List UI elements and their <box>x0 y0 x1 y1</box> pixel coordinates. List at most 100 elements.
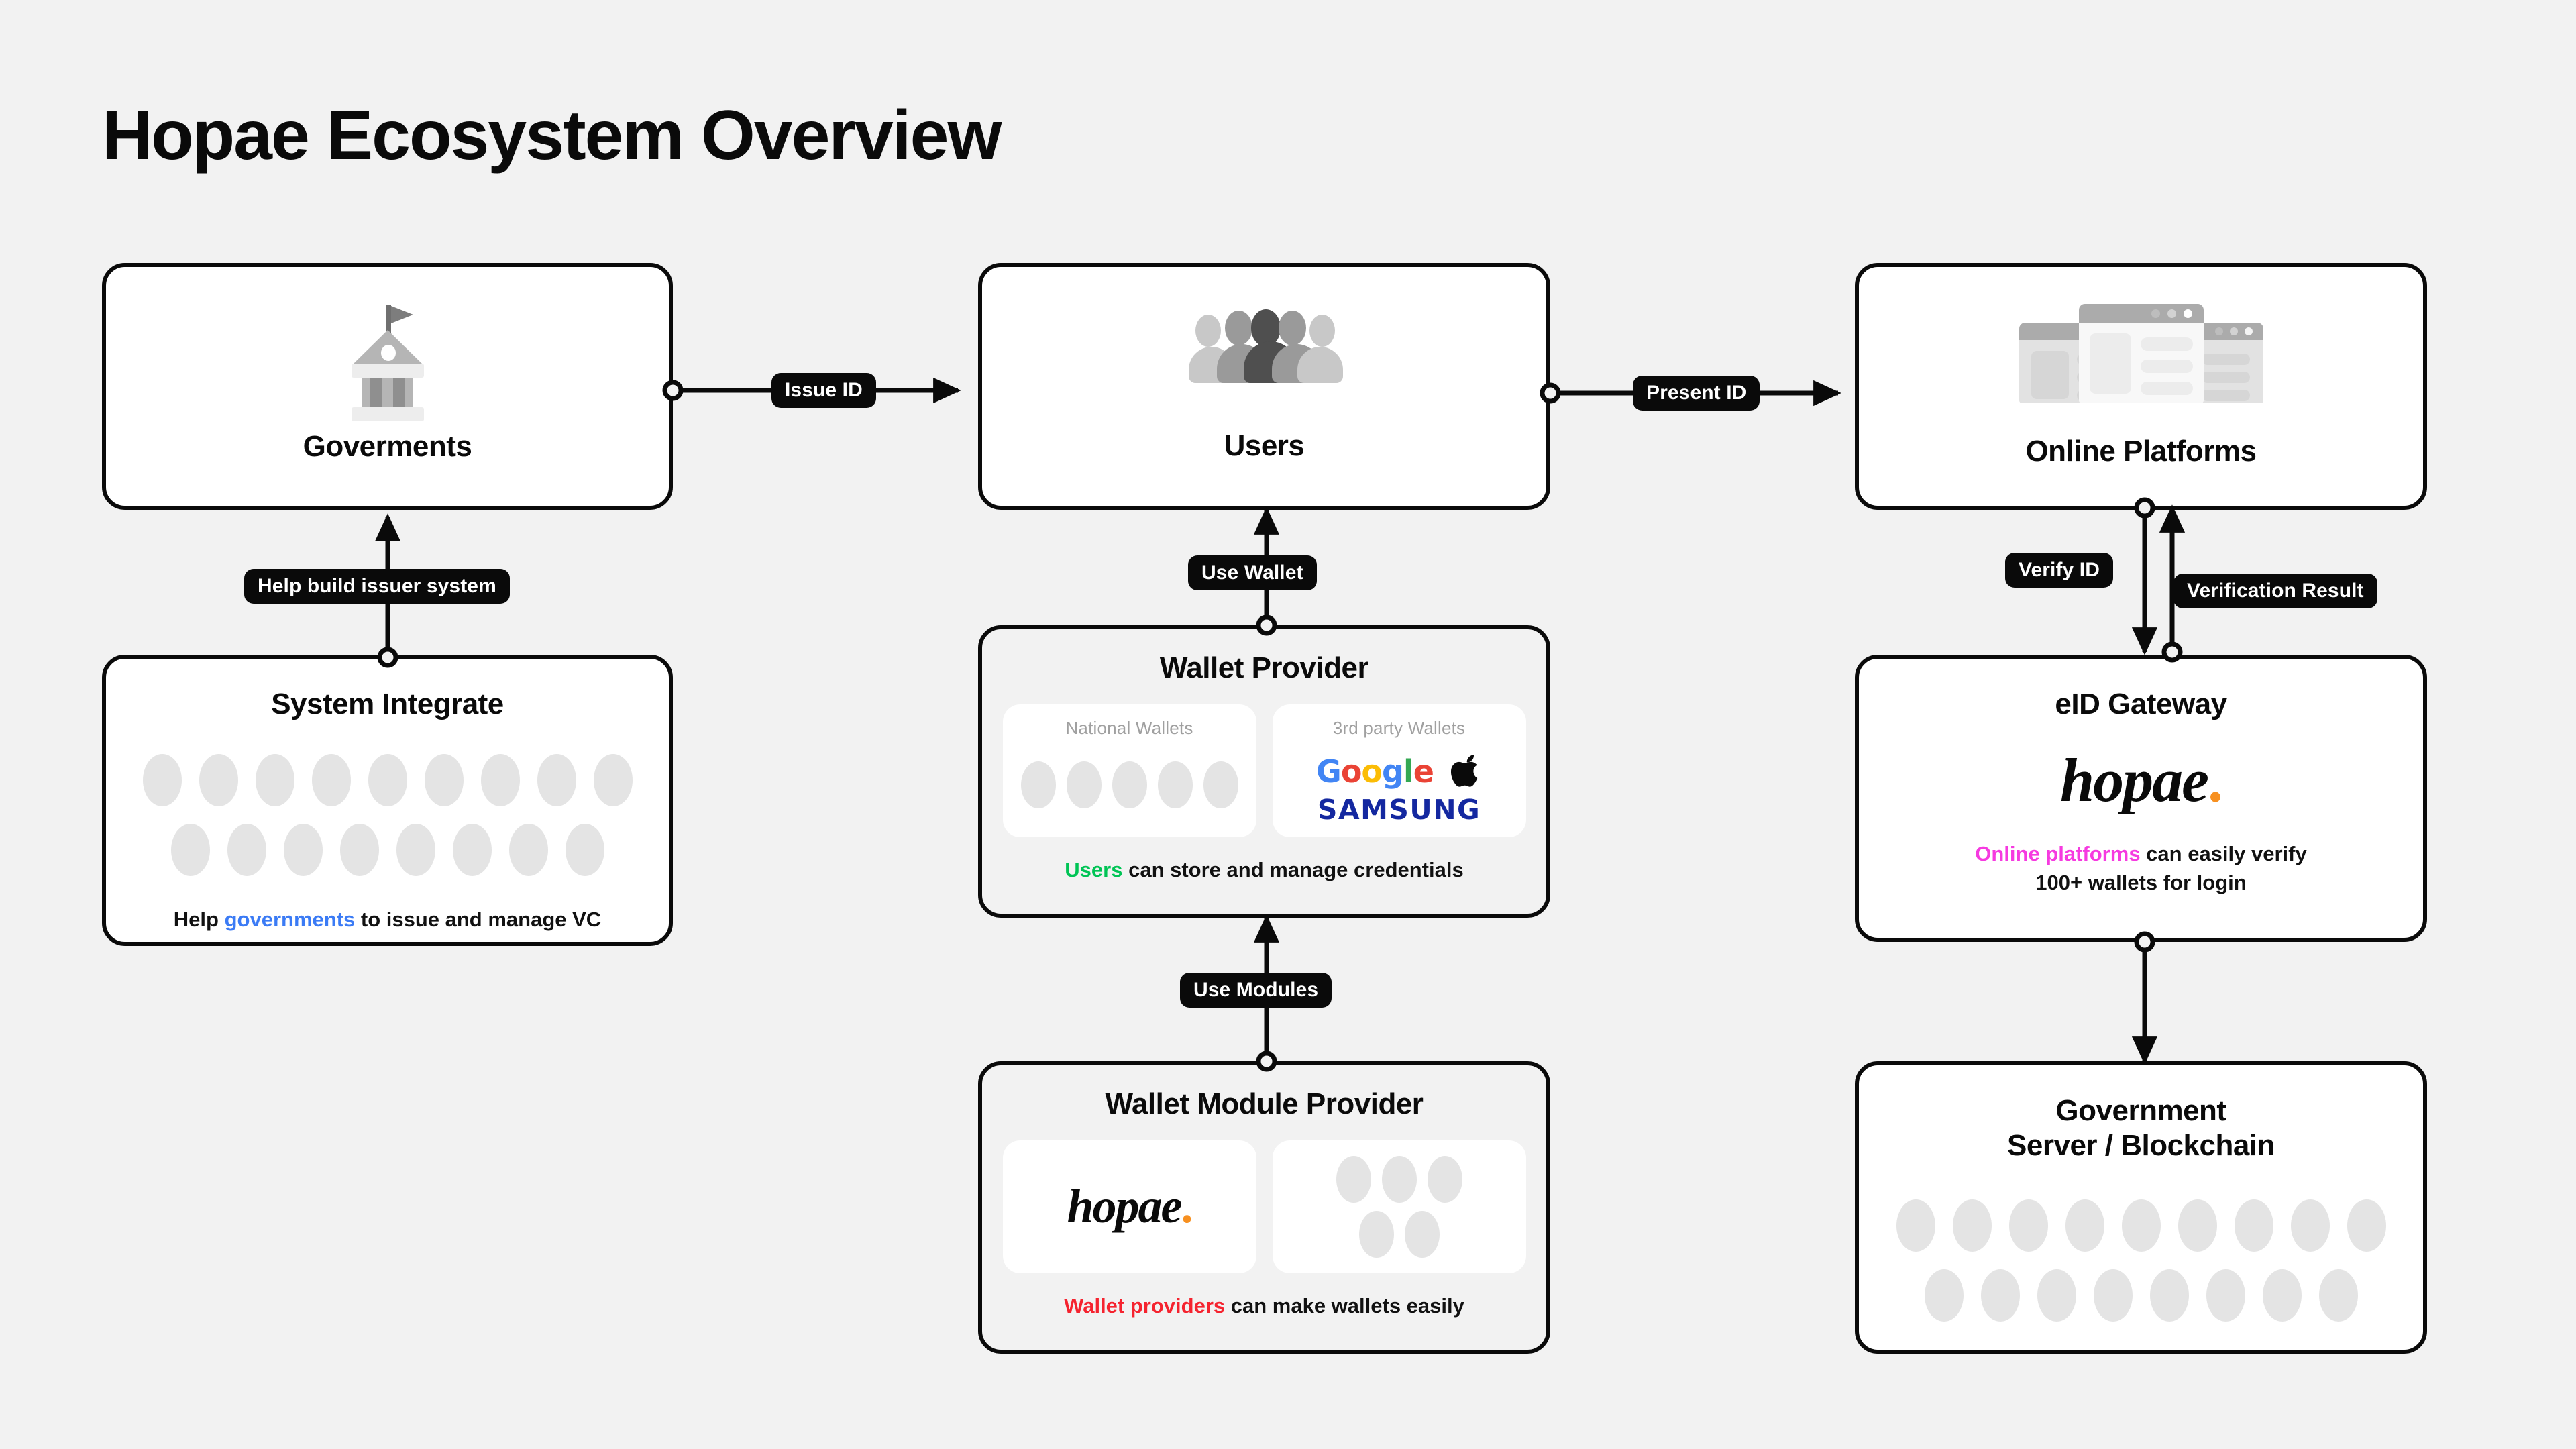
node-title: System Integrate <box>271 688 504 720</box>
placeholder-pill <box>199 753 238 806</box>
caption-pre: Help <box>173 907 225 931</box>
connector-label-use-modules[interactable]: Use Modules <box>1180 973 1332 1008</box>
caption-post: can easily verify <box>2140 841 2307 865</box>
connector-label-verification-result[interactable]: Verification Result <box>2174 574 2377 608</box>
placeholder-pill <box>1381 1155 1417 1203</box>
placeholder-pill <box>1404 1210 1440 1258</box>
caption-post: can make wallets easily <box>1225 1293 1464 1318</box>
placeholder-pill-row <box>170 823 604 876</box>
google-letter: G <box>1316 753 1342 790</box>
node-title: Goverments <box>303 430 472 464</box>
hopae-logo-text: hopae <box>1067 1179 1183 1234</box>
connector-label-issue-id[interactable]: Issue ID <box>771 373 876 408</box>
government-building-icon <box>350 305 425 422</box>
placeholder-pill <box>1066 761 1102 808</box>
node-caption: Users can store and manage credentials <box>1065 856 1463 885</box>
node-title: Wallet Provider <box>1159 651 1369 684</box>
hopae-logo-dot: . <box>2208 745 2223 814</box>
samsung-logo: SAMSUNG <box>1317 793 1481 826</box>
placeholder-pill-row <box>1358 1210 1440 1258</box>
placeholder-pill <box>565 823 604 876</box>
placeholder-pill <box>142 753 182 806</box>
connector-label-verify-id[interactable]: Verify ID <box>2005 553 2113 588</box>
placeholder-pill <box>2318 1269 2358 1322</box>
placeholder-pill <box>2037 1269 2076 1322</box>
connector-label-use-wallet[interactable]: Use Wallet <box>1188 555 1317 590</box>
placeholder-pill <box>1203 761 1238 808</box>
placeholder-pill <box>170 823 210 876</box>
placeholder-pill-grid <box>142 753 633 876</box>
caption-highlight: Online platforms <box>1975 841 2141 865</box>
placeholder-pill <box>1427 1155 1462 1203</box>
caption-highlight: governments <box>224 907 356 931</box>
caption-post: can store and manage credentials <box>1122 857 1464 881</box>
node-wallet-provider[interactable]: Wallet Provider National Wallets 3rd par… <box>978 625 1550 918</box>
panel-label: National Wallets <box>1065 717 1193 738</box>
panel-module-placeholders[interactable] <box>1272 1140 1526 1273</box>
panel-hopae-module[interactable]: hopae. <box>1002 1140 1256 1273</box>
caption-highlight: Wallet providers <box>1064 1293 1226 1318</box>
placeholder-pill <box>396 823 435 876</box>
node-governments[interactable]: Goverments <box>102 263 673 510</box>
placeholder-pill <box>2149 1269 2189 1322</box>
placeholder-pill <box>480 753 520 806</box>
google-letter: e <box>1413 753 1434 790</box>
google-letter: g <box>1382 753 1404 790</box>
placeholder-pill <box>1952 1199 1992 1252</box>
apple-icon <box>1450 754 1478 787</box>
users-group-icon <box>1188 309 1343 384</box>
panel-national-wallets[interactable]: National Wallets <box>1002 704 1256 837</box>
placeholder-pill <box>1924 1269 1964 1322</box>
placeholder-pill <box>2065 1199 2104 1252</box>
page-title: Hopae Ecosystem Overview <box>102 97 1002 174</box>
placeholder-pill <box>1157 761 1193 808</box>
connector-label-help-build-issuer-system[interactable]: Help build issuer system <box>244 569 510 604</box>
module-panels: hopae. <box>1002 1140 1526 1273</box>
placeholder-pill <box>2262 1269 2302 1322</box>
caption-post: to issue and manage VC <box>355 907 602 931</box>
node-title: Users <box>1224 429 1305 463</box>
node-caption: Help governments to issue and manage VC <box>174 906 601 934</box>
connector-label-present-id[interactable]: Present ID <box>1633 376 1760 411</box>
placeholder-pill <box>1980 1269 2020 1322</box>
node-title-line-1: Government <box>2055 1094 2226 1127</box>
google-letter: l <box>1403 753 1414 790</box>
placeholder-pill <box>255 753 294 806</box>
placeholder-pill <box>2347 1199 2386 1252</box>
placeholder-pill <box>227 823 266 876</box>
placeholder-pill <box>593 753 633 806</box>
node-title: Government Server / Blockchain <box>2007 1093 2275 1163</box>
placeholder-pill-row <box>1336 1155 1462 1203</box>
placeholder-pill <box>452 823 492 876</box>
placeholder-pill <box>2008 1199 2048 1252</box>
google-letter: o <box>1361 753 1383 790</box>
wallet-panels: National Wallets 3rd party Wallets Googl… <box>1002 704 1526 837</box>
placeholder-pill <box>2121 1199 2161 1252</box>
node-users[interactable]: Users <box>978 263 1550 510</box>
panel-third-party-wallets[interactable]: 3rd party Wallets Google SAMSUNG <box>1272 704 1526 837</box>
node-eid-gateway[interactable]: eID Gateway hopae. Online platforms can … <box>1855 655 2427 942</box>
node-title-line-2: Server / Blockchain <box>2007 1128 2275 1162</box>
placeholder-pill-row <box>1924 1269 2358 1322</box>
node-system-integrate[interactable]: System Integrate <box>102 655 673 946</box>
placeholder-pill <box>2234 1199 2273 1252</box>
node-wallet-module-provider[interactable]: Wallet Module Provider hopae. <box>978 1061 1550 1354</box>
placeholder-pill <box>1896 1199 1935 1252</box>
node-online-platforms[interactable]: Online Platforms <box>1855 263 2427 510</box>
google-letter: o <box>1340 753 1362 790</box>
node-title: Online Platforms <box>2025 435 2257 468</box>
placeholder-pill <box>283 823 323 876</box>
placeholder-pill <box>537 753 576 806</box>
placeholder-pill <box>2093 1269 2133 1322</box>
placeholder-pill <box>2290 1199 2330 1252</box>
placeholder-pill-row <box>1020 761 1238 808</box>
placeholder-pill <box>339 823 379 876</box>
placeholder-pill-grid <box>1896 1199 2386 1322</box>
placeholder-pill <box>1358 1210 1394 1258</box>
node-government-server[interactable]: Government Server / Blockchain <box>1855 1061 2427 1354</box>
placeholder-pill-row <box>142 753 633 806</box>
placeholder-pill <box>1020 761 1056 808</box>
node-title: Wallet Module Provider <box>1105 1087 1424 1120</box>
placeholder-pill <box>311 753 351 806</box>
